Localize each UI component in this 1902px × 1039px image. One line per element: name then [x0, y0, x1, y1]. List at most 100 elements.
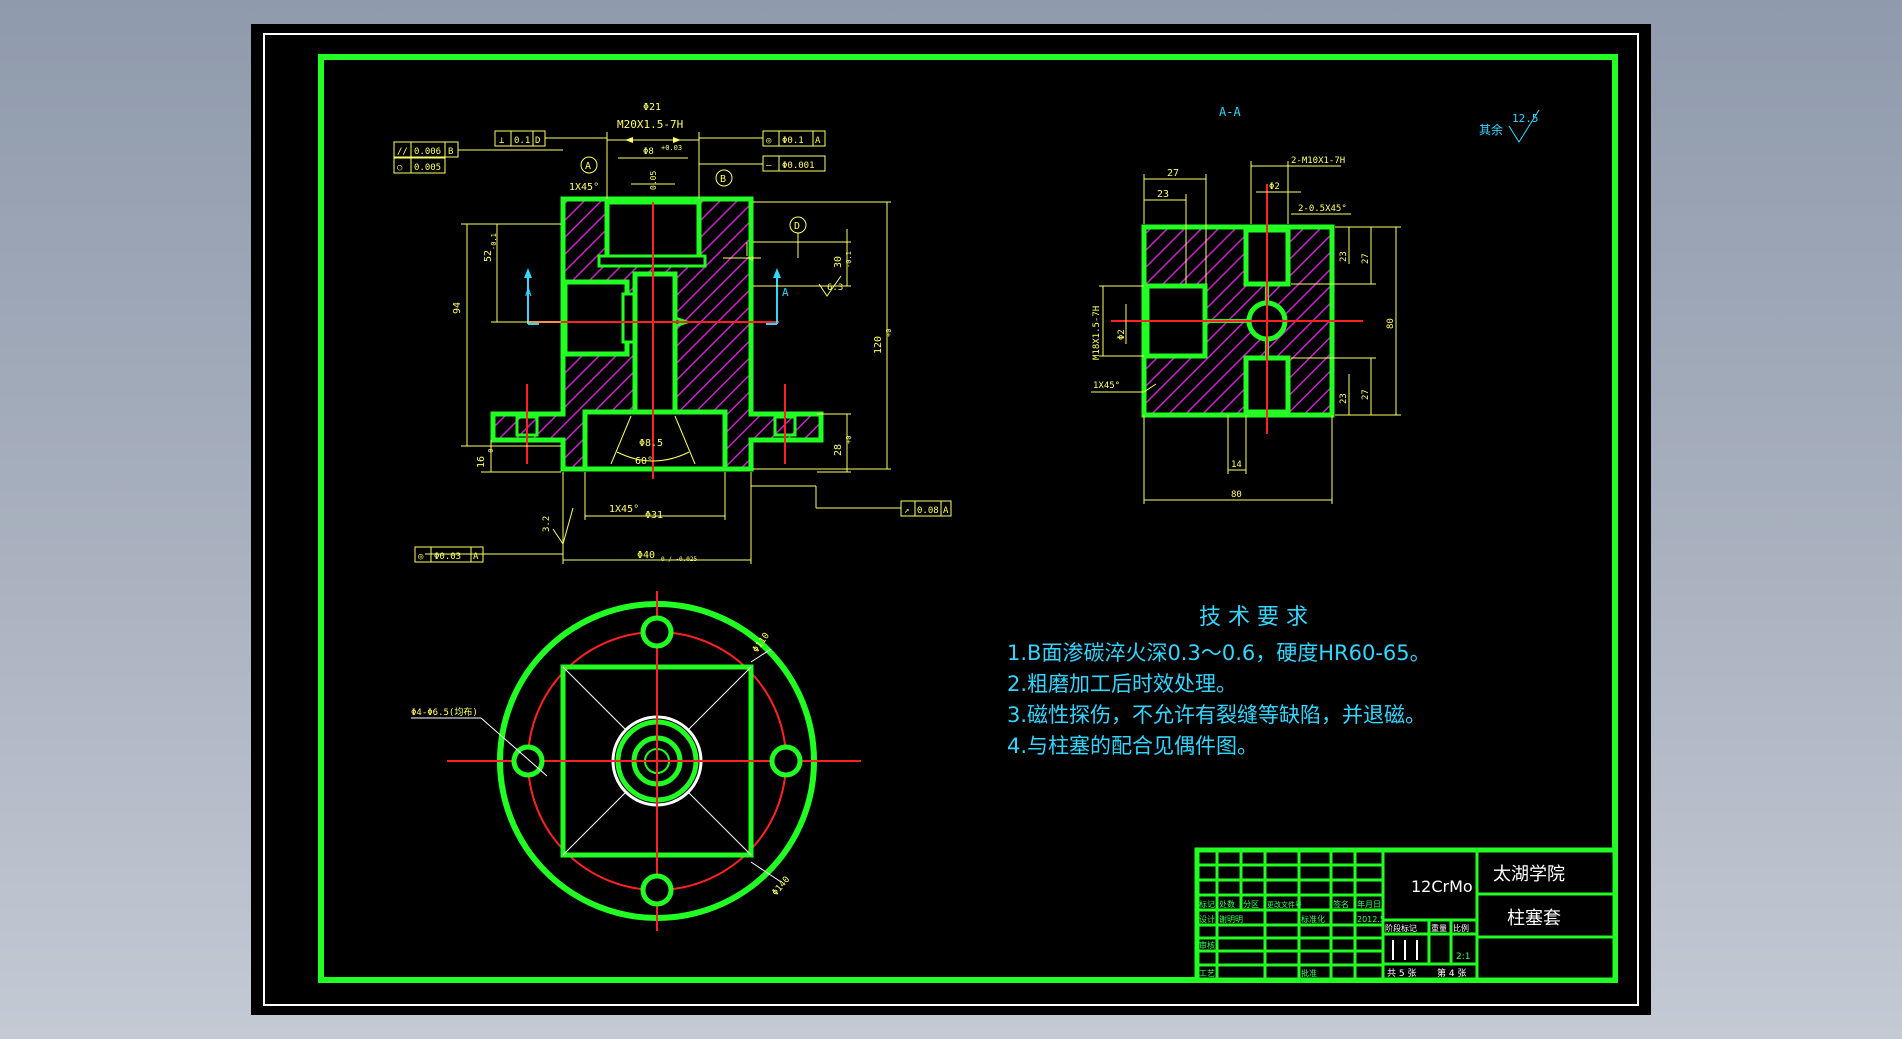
sec-dim-23a: 23	[1339, 251, 1349, 262]
tech-item-3: 3.磁性探伤，不允许有裂缝等缺陷，并退磁。	[1007, 703, 1426, 727]
sec-dim-chamfer-l: 1X45°	[1093, 381, 1120, 391]
dim-thread-top: M20X1.5-7H	[617, 118, 683, 131]
sec-dim-23b: 23	[1339, 393, 1349, 404]
sec-dim-23: 23	[1157, 189, 1169, 200]
tech-item-4: 4.与柱塞的配合见偶件图。	[1007, 734, 1258, 758]
section-title: A-A	[1219, 105, 1241, 119]
svg-text:标准化: 标准化	[1301, 914, 1325, 924]
dim-16: 16	[476, 456, 487, 468]
svg-text:⊥: ⊥	[499, 136, 505, 146]
drawing-frame	[318, 54, 1618, 983]
title-block: 12CrMo 太湖学院 柱塞套 标记 处数 分区 更改文件号 签名 年月日 设计…	[1194, 847, 1618, 983]
section-view-aa: A-A 其余 12.5 27 23 2-M10X1-7H Φ2 2-0.5X45…	[1091, 105, 1540, 504]
dim-d40-tol: 0 / -0.025	[661, 556, 698, 563]
sec-dim-phi2b: Φ2	[1117, 329, 1127, 340]
bottom-view: Φ4-Φ6.5(均布) Φ110 Φ140	[411, 591, 861, 931]
svg-text:○: ○	[397, 163, 403, 173]
dim-holes: Φ4-Φ6.5(均布)	[411, 706, 478, 718]
bottom-bore	[582, 409, 728, 472]
sec-dim-m18: M18X1.5-7H	[1092, 306, 1102, 360]
bolt-hole-left	[511, 744, 545, 778]
svg-text:◎: ◎	[766, 136, 772, 146]
svg-text:分区: 分区	[1243, 900, 1259, 909]
tech-item-1: 1.B面渗碳淬火深0.3～0.6，硬度HR60-65。	[1007, 641, 1431, 665]
bolt-hole-bottom	[640, 873, 674, 907]
front-view: Φ21 M20X1.5-7H Φ8 +0.03 0.05 1X45° 94 52…	[393, 102, 952, 564]
fcf-runout: ↗ 0.08 A	[900, 500, 952, 517]
dim-28-tol: +0	[845, 436, 853, 444]
datum-a: A	[585, 161, 591, 172]
svg-text:B: B	[448, 147, 453, 157]
fcf-flatness: ○ 0.005	[393, 157, 446, 174]
sec-dim-27a: 27	[1361, 253, 1371, 264]
svg-text:标记: 标记	[1199, 899, 1215, 909]
dim-28: 28	[833, 444, 844, 456]
svg-text:更改文件号: 更改文件号	[1267, 900, 1302, 909]
dim-angle60: 60°	[635, 456, 653, 467]
dim-d8: Φ8	[643, 147, 654, 157]
datum-d: D	[794, 221, 800, 232]
svg-text:Φ0.03: Φ0.03	[434, 552, 461, 562]
dim-d140: Φ140	[771, 875, 793, 898]
sec-dim-27b: 27	[1361, 389, 1371, 400]
sec-dim-d2: Φ2	[1269, 182, 1280, 192]
svg-text://: //	[397, 147, 408, 157]
dim-d21: Φ21	[643, 102, 661, 113]
dim-30: 30	[833, 256, 844, 268]
section-mark-right: A	[782, 286, 789, 299]
roughness-note: 其余	[1479, 122, 1503, 137]
tech-item-2: 2.粗磨加工后时效处理。	[1007, 672, 1237, 696]
svg-text:A: A	[815, 136, 821, 146]
bolt-hole-top	[640, 615, 674, 649]
drawing-canvas: Φ21 M20X1.5-7H Φ8 +0.03 0.05 1X45° 94 52…	[263, 33, 1639, 1006]
dim-94: 94	[452, 302, 463, 314]
sec-dim-chamfer: 2-0.5X45°	[1298, 204, 1347, 214]
svg-text:0.005: 0.005	[414, 163, 441, 173]
tb-school: 太湖学院	[1493, 864, 1565, 885]
svg-text:重量: 重量	[1431, 923, 1447, 933]
dim-chamfer-bot: 1X45°	[609, 504, 639, 515]
svg-text:工艺: 工艺	[1199, 969, 1215, 978]
plunger-bore	[632, 271, 678, 419]
dim-d85: Φ8.5	[639, 438, 663, 449]
fcf-coaxial-bottom: ◎ Φ0.03 A	[414, 546, 484, 563]
fcf-straightness: — Φ0.001	[762, 155, 826, 172]
cad-viewport[interactable]: Φ21 M20X1.5-7H Φ8 +0.03 0.05 1X45° 94 52…	[251, 24, 1651, 1015]
dim-52: 52	[483, 250, 494, 262]
rough-63: 6.3	[827, 283, 843, 293]
sec-dim-thread2: 2-M10X1-7H	[1291, 156, 1345, 166]
tech-title: 技 术 要 求	[1199, 605, 1308, 630]
fcf-coaxial-top: ◎ Φ0.1 A	[762, 130, 826, 147]
sec-dim-80v: 80	[1386, 318, 1396, 329]
dim-d40: Φ40	[637, 550, 655, 561]
sec-dim-27: 27	[1167, 168, 1179, 179]
svg-text:签名: 签名	[1333, 899, 1349, 909]
svg-text:审核: 审核	[1199, 940, 1215, 950]
svg-text:阶段标记: 阶段标记	[1385, 923, 1417, 933]
svg-text:A: A	[943, 506, 949, 516]
roughness-value: 12.5	[1512, 112, 1539, 125]
svg-text:◎: ◎	[418, 552, 424, 562]
section-mark-left: A	[525, 286, 532, 299]
tb-scale: 2:1	[1456, 952, 1470, 962]
fcf-perpendicular: ⊥ 0.1 D	[494, 130, 546, 147]
dim-16-tol: -0	[487, 449, 495, 457]
svg-text:Φ0.1: Φ0.1	[782, 136, 804, 146]
dim-120-tol: +0	[885, 329, 893, 337]
sec-dim-80h: 80	[1231, 490, 1242, 500]
dim-120: 120	[873, 336, 884, 354]
svg-text:年月日: 年月日	[1357, 899, 1381, 909]
svg-text:谢明明: 谢明明	[1219, 914, 1243, 924]
svg-text:设计: 设计	[1199, 914, 1215, 924]
fcf-parallel: // 0.006 B	[393, 141, 459, 158]
left-port	[562, 279, 630, 357]
dim-30-tol: -0.1	[845, 251, 853, 268]
svg-text:0.08: 0.08	[917, 506, 939, 516]
svg-text:0.1: 0.1	[514, 136, 530, 146]
svg-text:↗: ↗	[904, 506, 909, 516]
rough-32: 3.2	[542, 516, 552, 532]
datum-b: B	[720, 174, 726, 185]
dim-52-tol: -0.1	[490, 233, 498, 250]
tb-sheets-total: 共 5 张	[1387, 968, 1416, 979]
tb-material: 12CrMo	[1411, 877, 1473, 896]
